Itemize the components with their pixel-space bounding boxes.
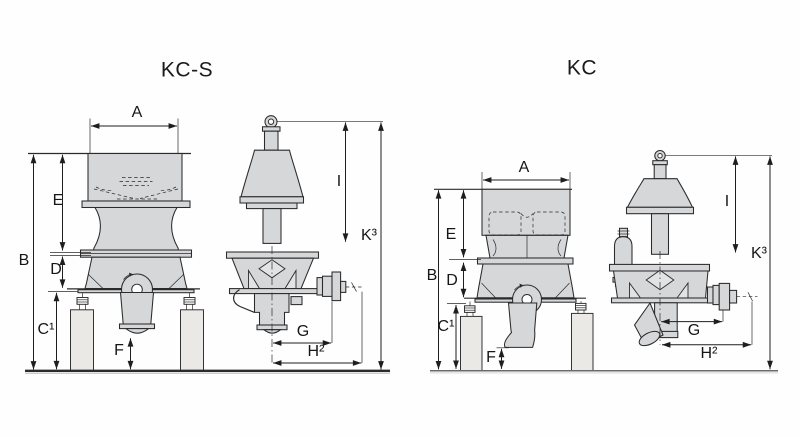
kcs-dim-label-e: E	[52, 192, 64, 209]
kcs-diagram	[25, 115, 390, 374]
kcs-countershaft	[316, 271, 364, 302]
kcs-dimension-lines	[30, 118, 384, 370]
kc-mounting-bolts	[464, 301, 587, 317]
kc-dim-label-e: E	[445, 226, 457, 243]
kcs-ground-line	[25, 369, 390, 374]
kc-dim-label-k3: K³	[751, 245, 767, 262]
kcs-support-pillar-left	[70, 309, 94, 372]
kc-dim-label-h2: H²	[700, 345, 718, 362]
kcs-dim-label-b: B	[18, 252, 30, 269]
kc-title: KC	[566, 56, 598, 80]
kc-side-view-drawing	[608, 149, 772, 347]
kc-countershaft	[706, 282, 758, 311]
kcs-dim-label-c1: C¹	[37, 321, 55, 338]
kc-support-pillar-right	[571, 312, 594, 372]
kc-diagram	[430, 149, 778, 374]
kcs-side-view-drawing	[225, 115, 383, 363]
kc-ground-line	[430, 370, 778, 374]
kcs-front-view-drawing	[28, 152, 204, 372]
kcs-dim-label-i: I	[336, 173, 342, 190]
kcs-title: KC-S	[160, 58, 214, 82]
kc-dim-label-f: F	[486, 349, 496, 366]
kc-support-pillar-left	[460, 315, 483, 372]
kc-dim-label-b: B	[426, 267, 438, 284]
kcs-dim-label-f: F	[114, 342, 124, 359]
kcs-dim-label-h2: H²	[307, 343, 325, 360]
kcs-support-pillar-right	[180, 309, 204, 372]
kc-dim-label-g: G	[687, 322, 701, 339]
kc-front-view-drawing	[434, 188, 594, 372]
kcs-dim-label-d: D	[50, 261, 62, 278]
kc-dim-label-i: I	[724, 193, 730, 210]
kc-dim-label-c1: C¹	[437, 318, 455, 335]
kcs-dim-label-g: G	[296, 323, 310, 340]
kc-dimension-lines	[435, 156, 773, 370]
kcs-dim-label-a: A	[131, 104, 143, 121]
kcs-mounting-bolts	[76, 292, 196, 310]
kc-dim-label-d: D	[446, 272, 458, 289]
kcs-dim-label-k3: K³	[361, 227, 377, 244]
kc-dim-label-a: A	[518, 159, 530, 176]
